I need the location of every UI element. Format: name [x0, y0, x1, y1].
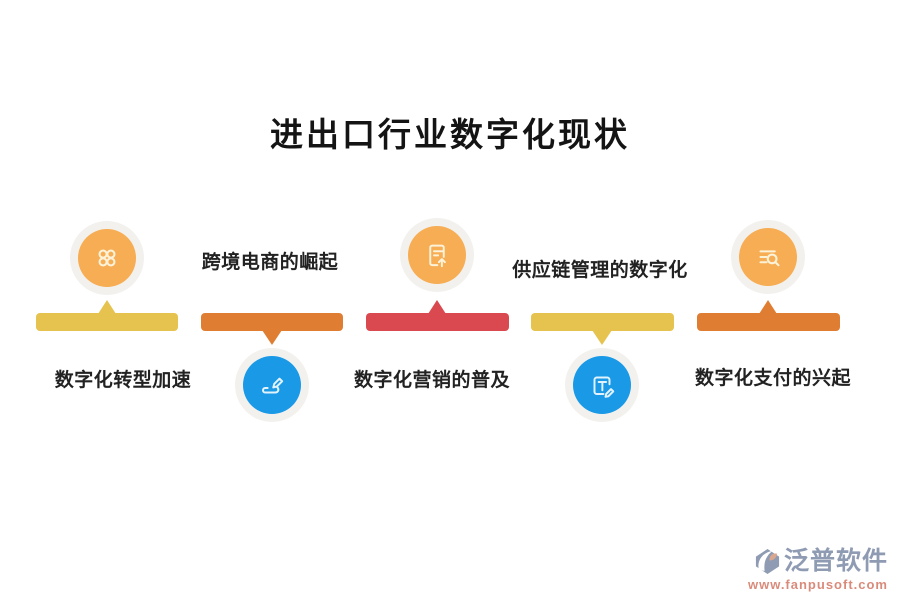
timeline-bar [201, 313, 343, 331]
timeline-icon-badge [235, 348, 309, 422]
timeline-icon-badge [70, 221, 144, 295]
icon-circle [243, 356, 301, 414]
timeline-icon-badge [731, 220, 805, 294]
fanpu-logo-icon [755, 548, 780, 575]
timeline-label: 跨境电商的崛起 [201, 252, 339, 273]
watermark-url: www.fanpusoft.com [747, 577, 888, 592]
dots-grid-icon [98, 249, 116, 267]
timeline-label: 供应链管理的数字化 [512, 260, 688, 281]
bar-arrow-down [262, 330, 282, 345]
timeline-label: 数字化支付的兴起 [694, 368, 852, 389]
timeline-bar [366, 313, 509, 331]
watermark: 泛普软件 www.fanpusoft.com [747, 547, 888, 593]
bar-arrow-up [98, 300, 116, 314]
icon-circle [408, 226, 466, 284]
pen-signature-icon [262, 377, 284, 394]
timeline-bar [697, 313, 840, 331]
icon-circle [573, 356, 631, 414]
page-title: 进出口行业数字化现状 [270, 116, 630, 153]
search-list-icon [759, 250, 780, 267]
text-edit-icon [593, 376, 615, 398]
bar-arrow-up [428, 300, 446, 314]
bar-arrow-down [592, 330, 612, 345]
timeline-label: 数字化转型加速 [54, 370, 192, 391]
document-upload-icon [429, 244, 446, 268]
timeline-icon-badge [565, 348, 639, 422]
icon-circle [78, 229, 136, 287]
timeline-icon-badge [400, 218, 474, 292]
icon-circle [739, 228, 797, 286]
timeline-bar [531, 313, 674, 331]
bar-arrow-up [759, 300, 777, 314]
timeline-label: 数字化营销的普及 [353, 370, 511, 391]
timeline-bar [36, 313, 178, 331]
watermark-brand: 泛普软件 [783, 547, 888, 575]
